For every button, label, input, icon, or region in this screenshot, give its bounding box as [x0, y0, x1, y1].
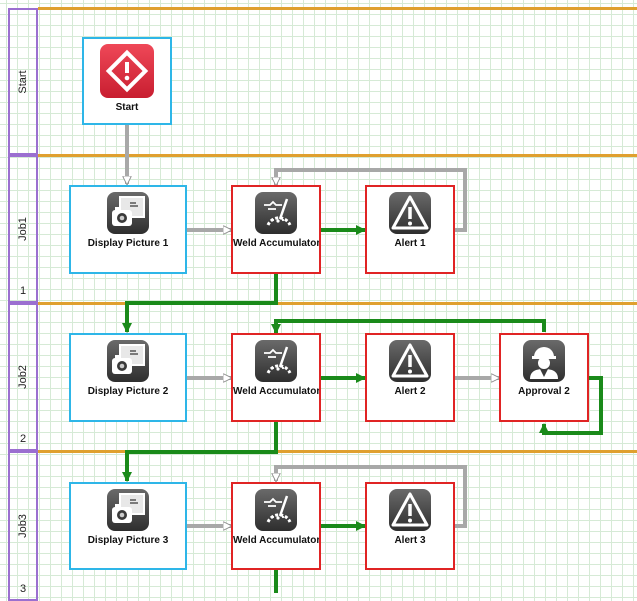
node-label: Alert 3 — [394, 535, 426, 546]
weld-accumulator-icon — [255, 340, 297, 382]
alert-icon — [389, 340, 431, 382]
lane-divider — [38, 154, 637, 157]
lane-start[interactable]: Start — [8, 8, 38, 155]
connector-alert-3-loop — [276, 465, 467, 528]
lane-number: 1 — [19, 285, 27, 297]
weld-accumulator-icon — [255, 489, 297, 531]
start-diamond-icon — [100, 44, 154, 98]
lane-number: 3 — [19, 583, 27, 595]
node-start[interactable]: Start — [82, 37, 172, 125]
connector-approval-2-self-loop — [539, 376, 603, 435]
connector-weld-1-to-display-2 — [122, 274, 278, 333]
node-alert-3[interactable]: Alert 3 — [365, 482, 455, 570]
display-picture-icon — [107, 340, 149, 382]
lane-number: 2 — [19, 433, 27, 445]
lane-job2[interactable]: Job2 2 — [8, 303, 38, 451]
node-weld-accumulator-2[interactable]: Weld Accumulator — [231, 333, 321, 422]
lane-divider — [38, 7, 637, 10]
alert-icon — [389, 192, 431, 234]
node-weld-accumulator-3[interactable]: Weld Accumulator — [231, 482, 321, 570]
node-label: Approval 2 — [518, 386, 570, 397]
lane-divider — [38, 450, 637, 453]
lane-job1[interactable]: Job1 1 — [8, 155, 38, 303]
connector-approval-2-to-weld-2 — [271, 319, 546, 334]
display-picture-icon — [107, 192, 149, 234]
weld-accumulator-icon — [255, 192, 297, 234]
node-label: Weld Accumulator — [233, 238, 319, 249]
connector-weld-2-to-display-3 — [122, 422, 278, 482]
lane-divider — [38, 302, 637, 305]
node-label: Alert 1 — [394, 238, 426, 249]
node-label: Weld Accumulator — [233, 535, 319, 546]
node-alert-1[interactable]: Alert 1 — [365, 185, 455, 274]
connector-alert-1-loop — [276, 168, 467, 232]
node-approval-2[interactable]: Approval 2 — [499, 333, 589, 422]
node-display-picture-3[interactable]: Display Picture 3 — [69, 482, 187, 570]
node-display-picture-2[interactable]: Display Picture 2 — [69, 333, 187, 422]
node-label: Display Picture 2 — [87, 386, 169, 397]
display-picture-icon — [107, 489, 149, 531]
node-label: Display Picture 3 — [87, 535, 169, 546]
alert-icon — [389, 489, 431, 531]
node-display-picture-1[interactable]: Display Picture 1 — [69, 185, 187, 274]
node-label: Display Picture 1 — [87, 238, 169, 249]
node-weld-accumulator-1[interactable]: Weld Accumulator — [231, 185, 321, 274]
node-alert-2[interactable]: Alert 2 — [365, 333, 455, 422]
node-label: Alert 2 — [394, 386, 426, 397]
node-label: Start — [115, 102, 139, 113]
node-label: Weld Accumulator — [233, 386, 319, 397]
approval-worker-icon — [523, 340, 565, 382]
